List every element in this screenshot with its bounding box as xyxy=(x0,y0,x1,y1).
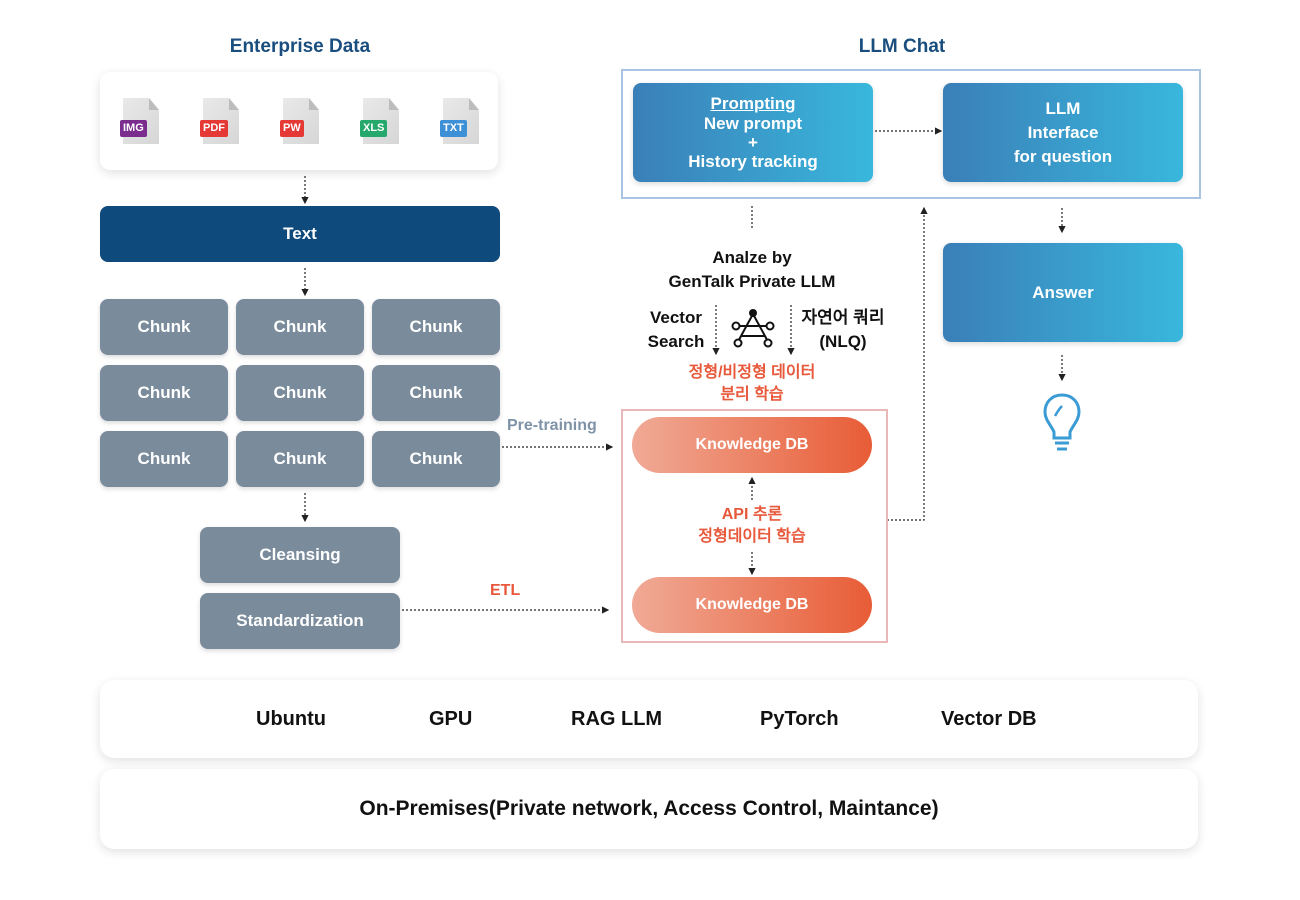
file-type-xls: XLS xyxy=(360,120,388,137)
llm-interface-line: Interface xyxy=(1027,122,1099,142)
separation-label: 정형/비정형 데이터 분리 학습 xyxy=(652,362,852,406)
etl-label: ETL xyxy=(490,582,521,599)
tech-pytorch: PyTorch xyxy=(760,708,839,730)
llm-interface-box: LLM Interface for question xyxy=(943,83,1183,182)
file-icon: PDF xyxy=(200,98,239,144)
knowledge-db-top: Knowledge DB xyxy=(632,417,872,473)
file-type-pdf: PDF xyxy=(200,120,228,137)
chunk-box: Chunk xyxy=(100,431,228,487)
vector-search-line: Search xyxy=(647,332,705,351)
llm-chat-frame xyxy=(621,69,1201,199)
file-icon: TXT xyxy=(440,98,479,144)
api-line: API 추론 xyxy=(721,506,783,523)
file-type-img: IMG xyxy=(120,120,147,137)
pretraining-label: Pre-training xyxy=(507,417,597,434)
cleansing-box: Cleansing xyxy=(200,527,400,583)
nlq-line: 자연어 쿼리 xyxy=(801,308,885,327)
api-label: API 추론 정형데이터 학습 xyxy=(652,504,852,548)
prompting-box: Prompting New prompt + History tracking xyxy=(633,83,873,182)
knowledge-db-bottom: Knowledge DB xyxy=(632,577,872,633)
chunk-box: Chunk xyxy=(100,299,228,355)
prompting-line: History tracking xyxy=(688,151,818,171)
tech-ubuntu: Ubuntu xyxy=(256,708,326,730)
file-type-pw: PW xyxy=(280,120,304,137)
text-box: Text xyxy=(100,206,500,262)
tech-stack-bar: Ubuntu GPU RAG LLM PyTorch Vector DB xyxy=(100,680,1198,758)
prompting-line: + xyxy=(748,132,758,152)
chunk-box: Chunk xyxy=(236,431,364,487)
analyze-line: GenTalk Private LLM xyxy=(668,272,836,291)
separation-line: 분리 학습 xyxy=(720,386,784,403)
prompting-line: New prompt xyxy=(703,113,803,133)
chunk-box: Chunk xyxy=(372,431,500,487)
file-icon: PW xyxy=(280,98,319,144)
tech-vector-db: Vector DB xyxy=(941,708,1037,730)
arrow-kdb-to-llm xyxy=(887,206,928,521)
analyze-label: Analze by GenTalk Private LLM xyxy=(652,246,852,294)
network-icon xyxy=(731,309,775,348)
enterprise-data-title: Enterprise Data xyxy=(229,36,371,57)
file-types-card: IMG PDF PW XLS TXT xyxy=(100,72,498,170)
api-line: 정형데이터 학습 xyxy=(698,528,806,545)
answer-box: Answer xyxy=(943,243,1183,342)
chunk-box: Chunk xyxy=(236,365,364,421)
tech-rag-llm: RAG LLM xyxy=(571,708,663,730)
chunk-box: Chunk xyxy=(100,365,228,421)
prompting-title: Prompting xyxy=(710,93,796,113)
tech-gpu: GPU xyxy=(429,708,473,730)
analyze-line: Analze by xyxy=(712,248,792,267)
nlq-label: 자연어 쿼리 (NLQ) xyxy=(797,306,889,354)
chunk-box: Chunk xyxy=(372,299,500,355)
on-premises-label: On-Premises(Private network, Access Cont… xyxy=(359,797,939,820)
on-premises-bar: On-Premises(Private network, Access Cont… xyxy=(100,769,1198,849)
file-icon: XLS xyxy=(360,98,399,144)
vector-search-label: Vector Search xyxy=(640,306,712,354)
separation-line: 정형/비정형 데이터 xyxy=(688,364,816,381)
nlq-line: (NLQ) xyxy=(819,332,867,351)
vector-search-line: Vector xyxy=(650,308,702,327)
chunk-box: Chunk xyxy=(372,365,500,421)
llm-chat-title: LLM Chat xyxy=(858,36,946,57)
llm-interface-line: for question xyxy=(1013,146,1113,166)
chunk-box: Chunk xyxy=(236,299,364,355)
standardization-box: Standardization xyxy=(200,593,400,649)
llm-interface-line: LLM xyxy=(1045,98,1081,118)
file-icon: IMG xyxy=(120,98,159,144)
file-type-txt: TXT xyxy=(440,120,467,137)
knowledge-db-frame xyxy=(621,409,888,643)
lightbulb-icon xyxy=(1043,393,1081,451)
